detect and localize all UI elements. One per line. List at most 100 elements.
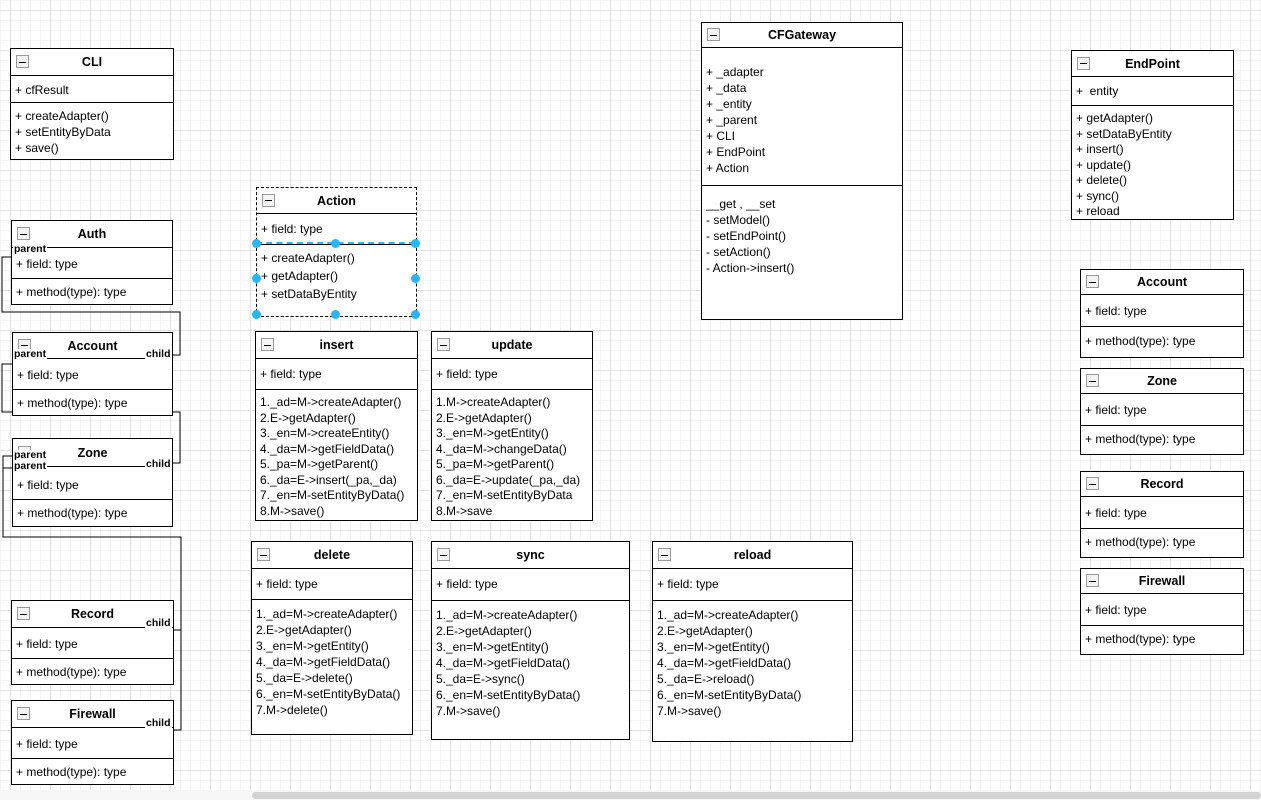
class-title-bar: EndPoint [1072, 51, 1233, 76]
member-line: + field: type [1085, 403, 1147, 417]
collapse-minus-icon[interactable] [17, 707, 30, 720]
member-line: 4._da=M->changeData() [436, 441, 567, 456]
member-line: - setEndPoint() [706, 229, 787, 243]
class-section: 1._ad=M->createAdapter()2.E->getAdapter(… [653, 600, 852, 741]
collapse-minus-icon[interactable] [1086, 477, 1099, 490]
class-name: CLI [81, 55, 103, 69]
member-line: 4._da=M->getFieldData() [260, 441, 395, 456]
class-box-record-left[interactable]: Record+ field: type+ method(type): type [11, 600, 174, 685]
connector-zone-parent-to-firewall-child[interactable] [2, 467, 182, 731]
collapse-minus-icon[interactable] [257, 548, 270, 561]
member-line: + _parent [706, 113, 758, 127]
member-line: 3._en=M->getEntity() [436, 640, 549, 654]
collapse-minus-icon[interactable] [1086, 574, 1099, 587]
member-line: 1._ad=M->createAdapter() [256, 607, 398, 621]
member-line: + method(type): type [17, 396, 128, 410]
member-line: 2.E->getAdapter() [436, 410, 532, 425]
collapse-minus-icon[interactable] [707, 28, 720, 41]
collapse-minus-icon[interactable] [17, 227, 30, 240]
selection-handle[interactable] [410, 274, 420, 283]
collapse-minus-icon[interactable] [262, 193, 275, 207]
class-title-bar: reload [653, 542, 852, 568]
selection-handle[interactable] [331, 238, 340, 248]
member-line: 7.M->save() [436, 704, 501, 718]
member-line: 4._da=M->getFieldData() [657, 656, 792, 670]
collapse-minus-icon[interactable] [1086, 374, 1099, 387]
class-section: + method(type): type [1081, 625, 1243, 654]
class-box-firewall-left[interactable]: Firewall+ field: type+ method(type): typ… [11, 700, 174, 785]
member-line: + field: type [1085, 506, 1147, 520]
collapse-minus-icon[interactable] [261, 338, 274, 351]
class-name: Firewall [69, 707, 116, 721]
collapse-minus-icon[interactable] [437, 338, 450, 351]
edge-label-child: child [145, 348, 172, 360]
member-line: 7._en=M-setEntityByData [436, 488, 573, 502]
member-line: 6._da=E->update(_pa,_da) [436, 472, 581, 487]
member-line: 5._da=E->delete() [256, 671, 353, 685]
class-box-cfgateway[interactable]: CFGateway+ _adapter+ _data+ _entity+ _pa… [701, 22, 903, 320]
class-name: insert [319, 338, 354, 352]
class-box-record-right[interactable]: Record + field: type + method(type): type [1080, 471, 1244, 558]
member-line: + field: type [260, 367, 322, 381]
horizontal-scrollbar-track[interactable] [0, 790, 1261, 800]
class-box-insert[interactable]: insert + field: type 1._ad=M->createAdapte… [255, 331, 418, 521]
class-box-zone-right[interactable]: Zone+ field: type+ method(type): type [1080, 368, 1244, 455]
selection-handle[interactable] [410, 238, 420, 248]
member-line: 2.E->getAdapter() [436, 624, 532, 638]
member-line: 6._en=M-setEntityByData() [657, 688, 802, 702]
class-box-action[interactable]: Action+ field: type+ createAdapter()+ ge… [256, 187, 417, 317]
collapse-minus-icon[interactable] [1077, 56, 1090, 70]
class-box-account-left[interactable]: Account+ field: type+ method(type): type [12, 332, 173, 416]
selection-handle[interactable] [251, 274, 261, 283]
class-title-bar: sync [432, 542, 629, 568]
collapse-minus-icon[interactable] [17, 607, 30, 620]
member-line: - Action->insert() [706, 261, 795, 275]
collapse-minus-icon[interactable] [16, 55, 29, 68]
connector-auth-parent-to-account-child[interactable] [1, 256, 181, 356]
edge-label-parent: parent [13, 348, 48, 360]
selection-handle[interactable] [251, 238, 261, 248]
class-name: Record [70, 607, 115, 621]
class-box-firewall-right[interactable]: Firewall+ field: type+ method(type): typ… [1080, 568, 1244, 655]
class-section: + field: type [432, 568, 629, 600]
selection-handle[interactable] [251, 309, 261, 319]
class-title-bar: Record [1081, 472, 1243, 496]
member-line: + delete() [1076, 173, 1128, 187]
collapse-minus-icon[interactable] [1086, 275, 1099, 288]
member-line: + field: type [16, 637, 78, 651]
class-box-account-right[interactable]: Account+ field: type+ method(type): type [1080, 269, 1244, 358]
class-title-bar: CLI [11, 49, 173, 75]
member-line: + field: type [16, 737, 78, 751]
member-line: + method(type): type [16, 285, 127, 299]
member-line: 6._en=M-setEntityByData() [256, 687, 401, 701]
class-section: 1._ad=M->createAdapter()2.E->getAdapter(… [256, 389, 417, 520]
class-box-cli[interactable]: CLI+ cfResult+ createAdapter()+ setEntit… [10, 48, 174, 160]
class-box-auth[interactable]: Auth+ field: type+ method(type): type [11, 220, 173, 305]
edge-label-child: child [145, 717, 172, 729]
class-title-bar: Action [257, 188, 416, 213]
selection-handle[interactable] [410, 309, 420, 319]
class-name: CFGateway [767, 28, 837, 42]
class-title-bar: Account [1081, 270, 1243, 294]
member-line: + _entity [706, 97, 752, 111]
class-name: Action [317, 193, 356, 208]
class-title-bar: Firewall [12, 701, 173, 727]
member-line: + CLI [706, 129, 736, 143]
member-line: + update() [1076, 157, 1132, 172]
class-box-endpoint[interactable]: EndPoint+ entity+ getAdapter()+ setDataB… [1071, 50, 1234, 220]
horizontal-scrollbar-thumb[interactable] [252, 792, 1261, 799]
member-line: + createAdapter() [15, 109, 109, 123]
collapse-minus-icon[interactable] [437, 548, 450, 561]
class-section: + field: type [252, 568, 412, 599]
class-section: + field: type [1081, 593, 1243, 625]
member-line: + method(type): type [1085, 535, 1196, 549]
selection-handle[interactable] [331, 309, 340, 319]
collapse-minus-icon[interactable] [658, 548, 671, 561]
member-line: 6._da=E->insert(_pa,_da) [260, 472, 397, 487]
class-section: + method(type): type [12, 278, 172, 304]
